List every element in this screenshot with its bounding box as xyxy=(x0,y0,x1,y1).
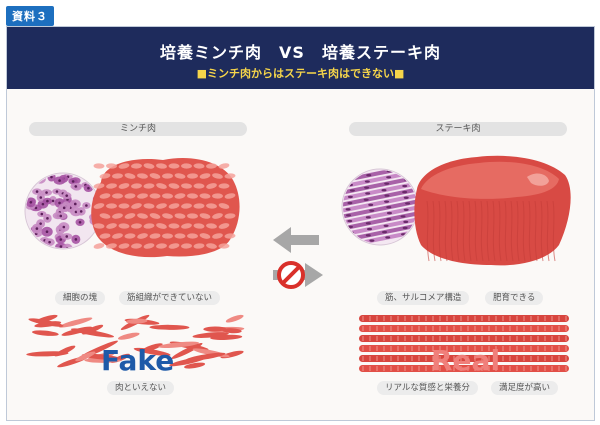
minced-meat-illustration xyxy=(91,158,240,258)
caption-cell-mass: 細胞の塊 xyxy=(55,291,106,305)
steak-illustration xyxy=(414,155,571,266)
caption-sarcomere-structure: 筋、サルコメア構造 xyxy=(377,291,470,305)
real-label: Real xyxy=(431,344,501,377)
prohibited-right-arrow-icon xyxy=(273,261,323,289)
document-label: 資料３ xyxy=(6,6,54,26)
conversion-arrows xyxy=(273,227,323,289)
page-subtitle: ■ミンチ肉からはステーキ肉はできない■ xyxy=(196,67,405,80)
caption-no-muscle-tissue: 筋組織ができていない xyxy=(119,291,221,305)
fake-label: Fake xyxy=(101,344,175,377)
title-banner: 培養ミンチ肉 VS 培養ステーキ肉 ■ミンチ肉からはステーキ肉はできない■ xyxy=(7,27,594,89)
fake-fiber-illustration xyxy=(26,314,245,369)
caption-high-satisfaction: 満足度が高い xyxy=(491,381,559,395)
caption-not-meat: 肉といえない xyxy=(107,381,175,395)
real-fiber-illustration xyxy=(359,315,569,372)
caption-real-texture-nutrition: リアルな質感と栄養分 xyxy=(377,381,478,395)
left-arrow-icon xyxy=(273,227,319,253)
page-title: 培養ミンチ肉 VS 培養ステーキ肉 xyxy=(160,43,441,62)
minced-meat-header: ミンチ肉 xyxy=(29,122,247,136)
steak-meat-header: ステーキ肉 xyxy=(349,122,567,136)
figure-frame: 培養ミンチ肉 VS 培養ステーキ肉 ■ミンチ肉からはステーキ肉はできない■ ミン… xyxy=(6,26,595,421)
caption-can-fatten: 肥育できる xyxy=(485,291,544,305)
